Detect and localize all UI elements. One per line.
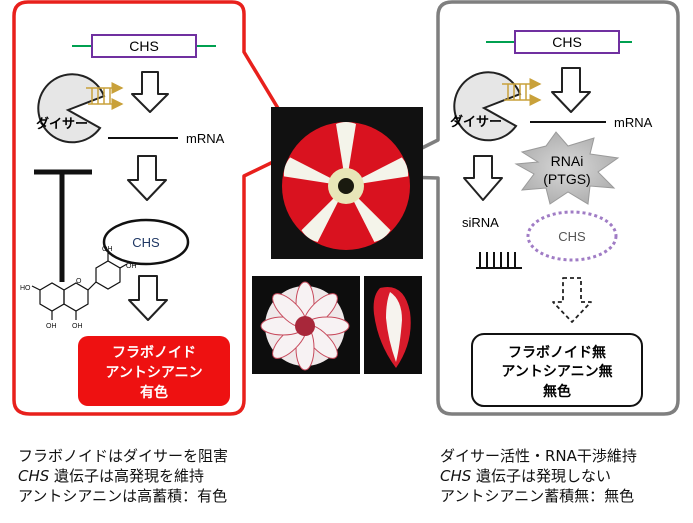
right-caption-line2-rest: 遺伝子は発現しない (471, 467, 612, 485)
petal-photo (364, 276, 422, 374)
rnai-label-line2: (PTGS) (543, 171, 590, 187)
left-down-arrow-3 (128, 275, 168, 321)
left-dicer-shape (37, 73, 106, 144)
left-callout-frame (12, 0, 304, 416)
right-cleavage-arrows (502, 78, 542, 106)
right-caption-line1: ダイサー活性・RNA干渉維持 (440, 447, 637, 465)
right-caption-line3: アントシアニン蓄積無：無色 (440, 487, 635, 505)
right-result-box (471, 333, 643, 407)
right-protein-label: CHS (558, 229, 586, 244)
left-protein-label: CHS (132, 235, 160, 250)
left-caption-line3: アントシアニンは高蓄積：有色 (18, 487, 228, 505)
svg-text:O: O (76, 278, 82, 285)
left-caption-line2: CHS 遺伝子は高発現を維持 (18, 466, 228, 486)
svg-text:OH: OH (46, 323, 57, 330)
left-panel: CHS ダイサー mRNA CHS (12, 0, 304, 416)
right-gene-label: CHS (552, 34, 582, 50)
right-result-line1: フラボノイド無 (508, 344, 606, 361)
left-result-line3: 有色 (140, 384, 168, 401)
svg-text:OH: OH (72, 323, 83, 330)
flavonoid-atom-labels: HO OH OH OH OH O (20, 246, 137, 330)
left-dicer-label: ダイサー (36, 116, 88, 132)
left-down-arrow-1 (131, 71, 169, 113)
left-cleavage-arrows (86, 82, 124, 110)
left-result-line2: アントシアニン (105, 365, 202, 381)
right-caption-line2: CHS 遺伝子は発現しない (440, 466, 637, 486)
right-down-arrow-2 (463, 155, 503, 201)
petunia-photo (271, 107, 423, 259)
left-caption: フラボノイドはダイサーを阻害 CHS 遺伝子は高発現を維持 アントシアニンは高蓄… (18, 446, 228, 506)
left-caption-line1: フラボノイドはダイサーを阻害 (18, 447, 229, 465)
right-down-arrow-1 (551, 67, 591, 113)
right-result-line2: アントシアニン無 (501, 363, 612, 380)
svg-text:OH: OH (102, 246, 113, 253)
sirna-fragments-icon (476, 252, 522, 269)
right-mrna-label: mRNA (614, 115, 653, 130)
right-callout-frame (364, 0, 680, 416)
left-caption-line2-rest: 遺伝子は高発現を維持 (49, 467, 205, 485)
left-mrna-label: mRNA (186, 131, 225, 146)
right-down-arrow-dashed (552, 277, 592, 323)
left-caption-gene: CHS (18, 467, 50, 485)
right-protein-ellipse (526, 210, 618, 262)
left-gene-label: CHS (129, 38, 159, 54)
right-result-line3: 無色 (543, 383, 571, 400)
rnai-starburst (514, 131, 620, 205)
left-result-line1: フラボノイド (112, 345, 196, 361)
left-result-box (78, 336, 230, 406)
dahlia-photo (252, 276, 360, 374)
left-inhibition-bar (34, 169, 92, 282)
sirna-label: siRNA (462, 215, 499, 230)
svg-text:OH: OH (126, 263, 137, 270)
right-dicer-shape (453, 71, 522, 142)
rnai-label-line1: RNAi (551, 153, 584, 169)
left-gene-box (91, 34, 197, 58)
right-dicer-label: ダイサー (450, 114, 502, 130)
svg-text:HO: HO (20, 285, 31, 292)
right-caption-gene: CHS (440, 467, 472, 485)
right-gene-box (514, 30, 620, 54)
right-panel: CHS ダイサー mRNA RNAi (PTGS) siRNA (364, 0, 680, 416)
left-down-arrow-2 (127, 155, 167, 201)
flavonoid-structure (31, 253, 128, 320)
right-caption: ダイサー活性・RNA干渉維持 CHS 遺伝子は発現しない アントシアニン蓄積無：… (440, 446, 637, 506)
left-protein-ellipse (102, 218, 190, 266)
